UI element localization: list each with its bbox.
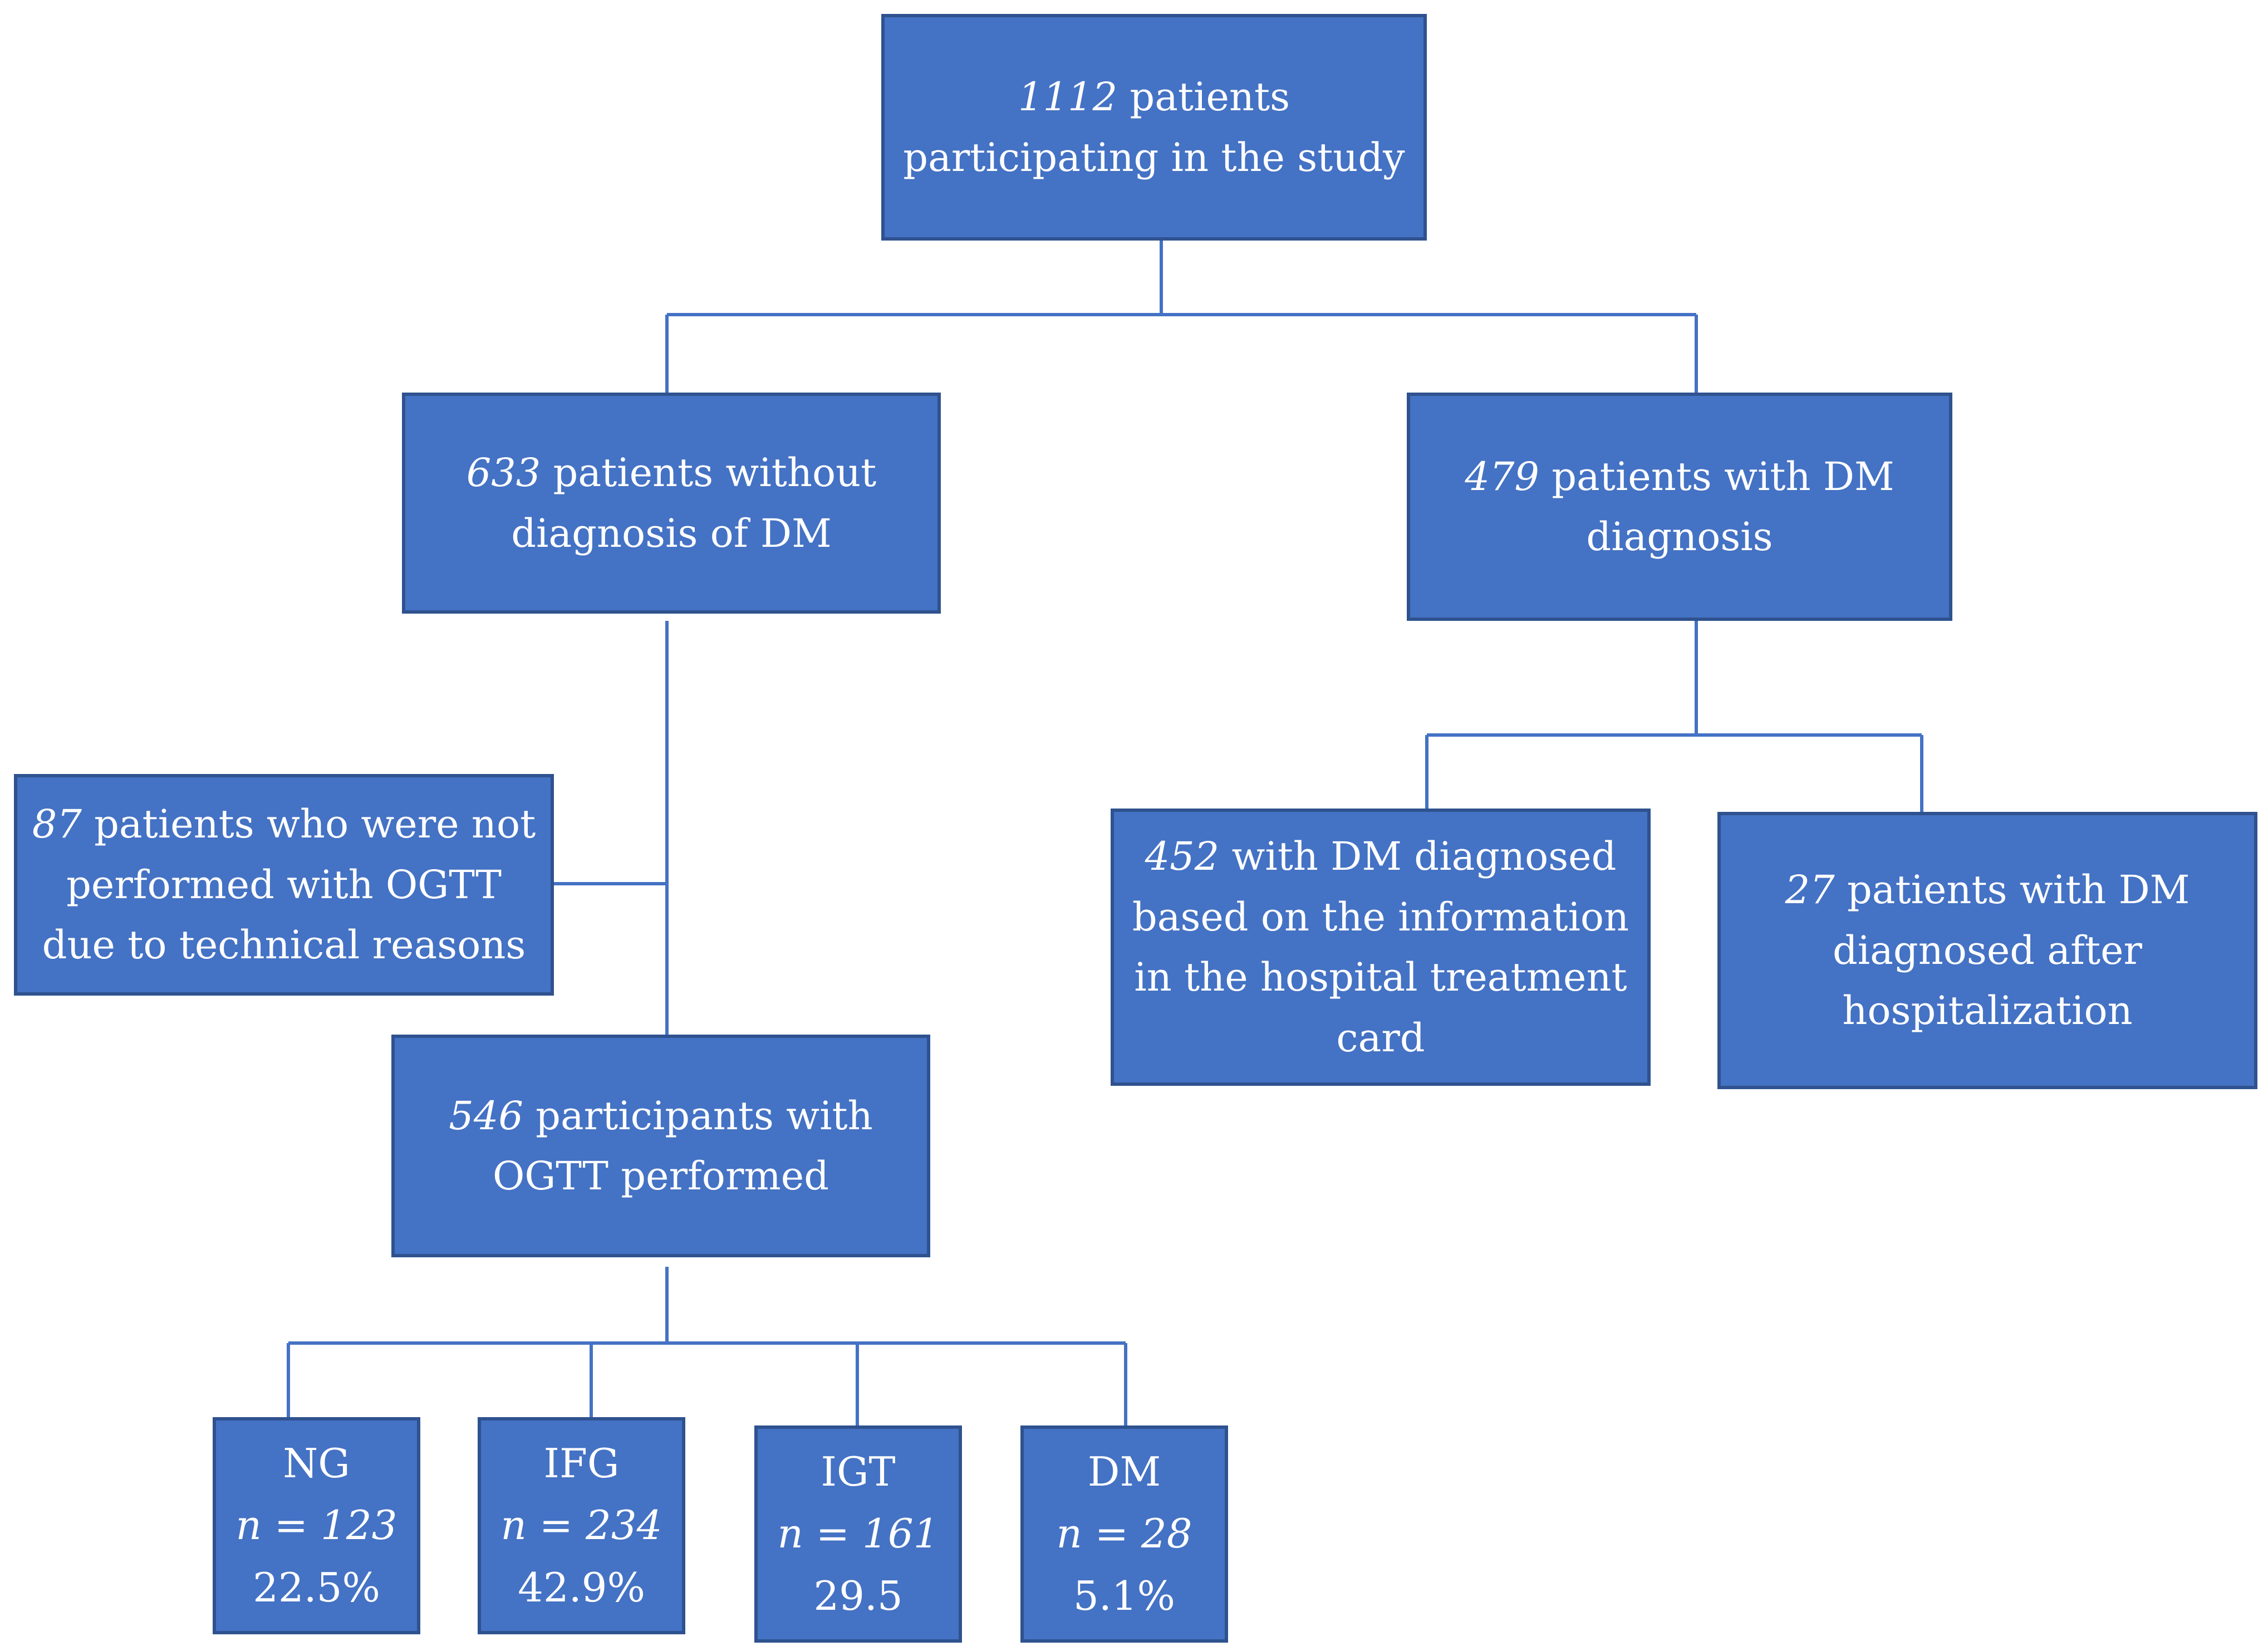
category-dm: DM n = 28 5.1% — [1020, 1425, 1228, 1643]
connector-with-dm-split — [1425, 621, 1923, 812]
node-with-dm: 479 patients with DM diagnosis — [1407, 393, 1952, 621]
connector-ogtt-categories — [287, 1267, 1127, 1425]
node-ogtt-performed-count: 546 — [449, 1092, 523, 1139]
node-study-patients-count: 1112 — [1018, 74, 1118, 120]
category-igt: IGT n = 161 29.5 — [754, 1425, 962, 1643]
node-with-dm-count: 479 — [1465, 453, 1539, 499]
node-without-dm-count: 633 — [466, 450, 541, 496]
node-without-dm: 633 patients without diagnosis of DM — [402, 393, 941, 614]
category-ng: NG n = 123 22.5% — [213, 1417, 420, 1634]
node-dm-hospital-card-count: 452 — [1145, 834, 1220, 879]
node-dm-after-hospitalization-count: 27 — [1785, 867, 1835, 913]
category-ifg: IFG n = 234 42.9% — [478, 1417, 685, 1634]
node-dm-hospital-card: 452 with DM diagnosed based on the infor… — [1111, 809, 1651, 1086]
connector-root-split — [665, 241, 1698, 393]
node-dm-after-hospitalization: 27 patients with DM diagnosed after hosp… — [1717, 812, 2257, 1089]
node-ogtt-performed: 546 participants with OGTT performed — [391, 1035, 930, 1257]
connector-no-dm-ogtt — [554, 621, 669, 1035]
node-no-ogtt: 87 patients who were not performed with … — [14, 774, 554, 996]
node-study-patients: 1112 patients participating in the study — [881, 14, 1427, 241]
node-no-ogtt-count: 87 — [32, 801, 82, 847]
